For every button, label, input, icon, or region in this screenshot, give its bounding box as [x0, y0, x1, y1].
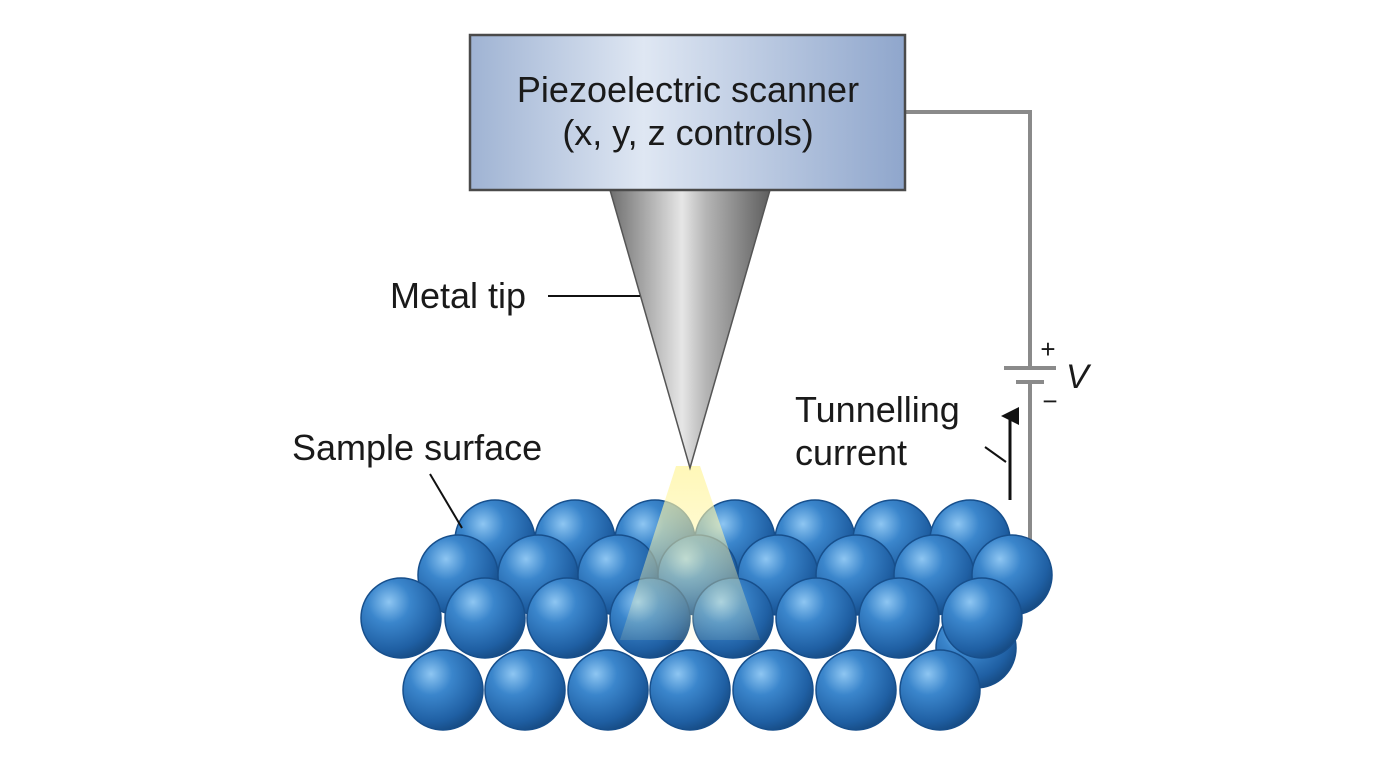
tunnelling-current-label-line1: Tunnelling: [795, 389, 960, 430]
surface-atom: [402, 649, 484, 731]
surface-atom: [444, 577, 526, 659]
surface-atom: [649, 649, 731, 731]
current-leader-line: [984, 446, 1007, 463]
surface-atom: [360, 577, 442, 659]
surface-atom: [484, 649, 566, 731]
surface-atom: [941, 577, 1023, 659]
surface-atom: [815, 649, 897, 731]
surface-atom: [775, 577, 857, 659]
tunnelling-glow: [620, 466, 760, 640]
scanner-label-line1: Piezoelectric scanner: [517, 69, 859, 110]
surface-atom: [732, 649, 814, 731]
sample-surface-label: Sample surface: [292, 427, 542, 468]
metal-tip-label: Metal tip: [390, 275, 526, 316]
surface-atom: [567, 649, 649, 731]
minus-sign: −: [1042, 386, 1057, 416]
scanner-label-line2: (x, y, z controls): [562, 112, 813, 153]
circuit-wire: [905, 110, 1032, 545]
voltage-label: V: [1066, 358, 1092, 396]
piezoelectric-scanner-box: [468, 33, 907, 192]
metal-tip: [609, 189, 771, 471]
tunnelling-current-label-line2: current: [795, 432, 907, 473]
sample-surface-leader-line: [429, 473, 463, 529]
plus-sign: +: [1040, 334, 1055, 364]
surface-atom: [526, 577, 608, 659]
surface-atom: [899, 649, 981, 731]
surface-atom: [858, 577, 940, 659]
battery-symbol: [1004, 366, 1056, 384]
